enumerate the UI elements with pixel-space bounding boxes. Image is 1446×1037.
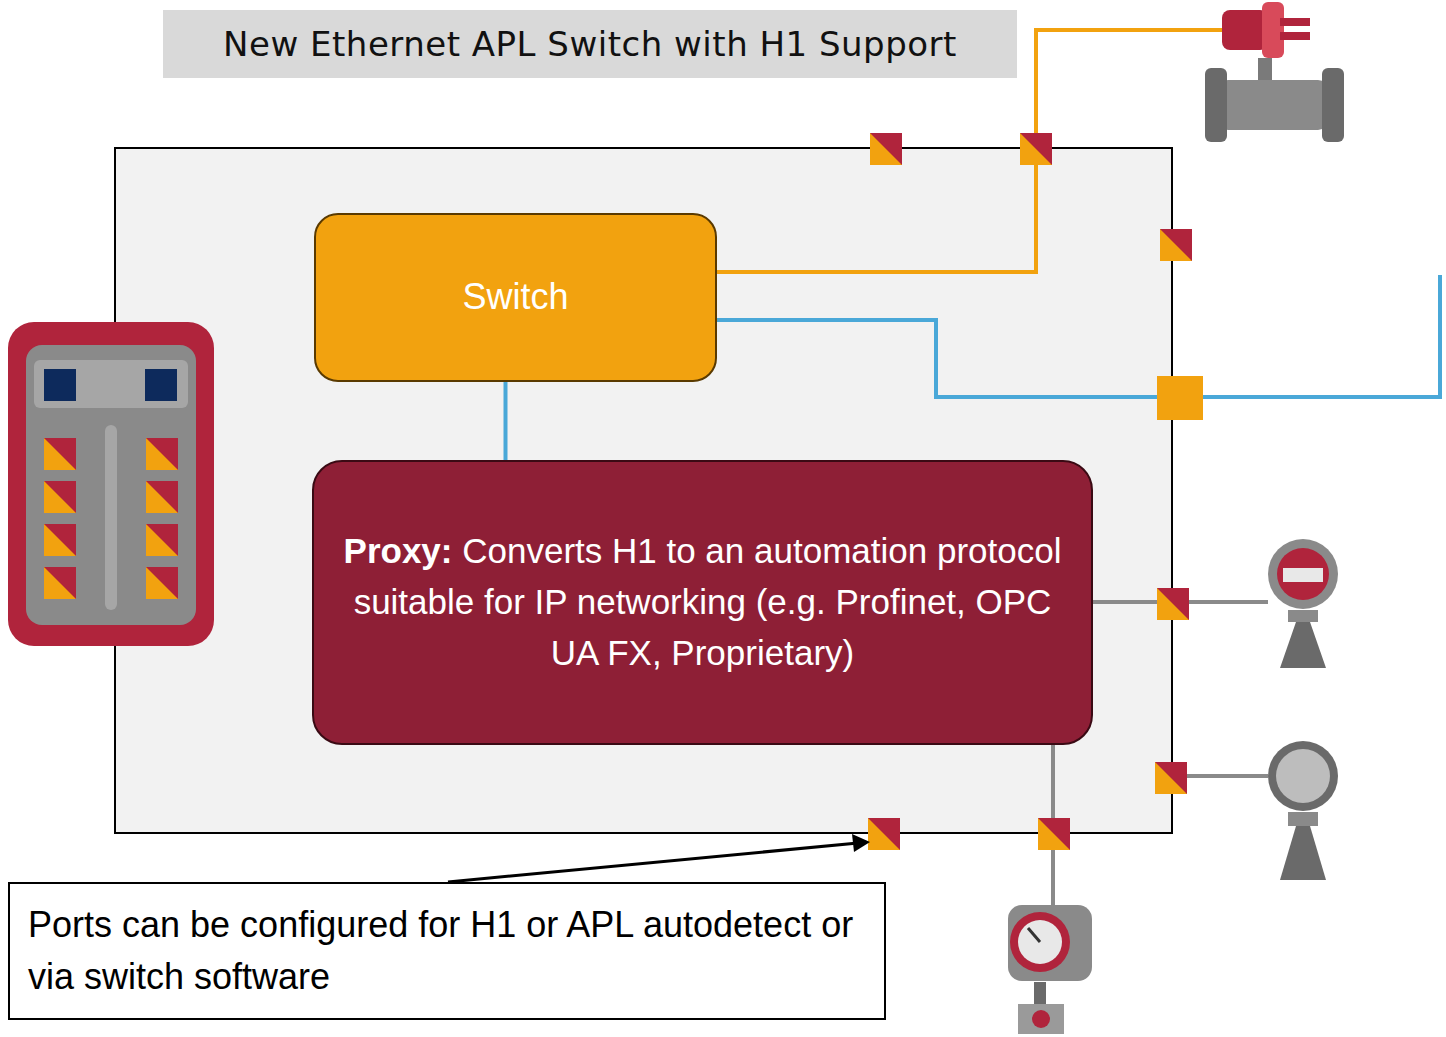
switch-housing [115,148,1172,833]
proxy-box: Proxy: Converts H1 to an automation prot… [312,460,1093,745]
node-heading: Proxy: [344,531,453,570]
ethernet-wire [717,275,1440,397]
node-label: Converts H1 to an automation protocol su… [354,531,1062,672]
diagram-title: New Ethernet APL Switch with H1 Support [223,24,957,64]
title-band: New Ethernet APL Switch with H1 Support [163,10,1017,78]
level-transmitter-icon [1268,741,1338,880]
node-text: Ports can be configured for H1 or APL au… [28,899,866,1003]
node-label: Switch [462,276,568,317]
switch-device-icon [8,322,214,646]
pressure-transmitter-icon [1008,905,1092,1034]
level-transmitter-icon [1268,539,1338,668]
node-label: Ports can be configured for H1 or APL au… [28,904,853,997]
valve-icon [1205,2,1344,142]
node-text: Proxy: Converts H1 to an automation prot… [336,526,1069,678]
callout-box: Ports can be configured for H1 or APL au… [8,882,886,1020]
leader-line [448,843,858,882]
ethernet-port [1157,376,1203,420]
ethernet-link [504,382,508,460]
switch-box: Switch [314,213,717,382]
leader-arrowhead [852,834,870,852]
node-text: Switch [462,271,568,323]
